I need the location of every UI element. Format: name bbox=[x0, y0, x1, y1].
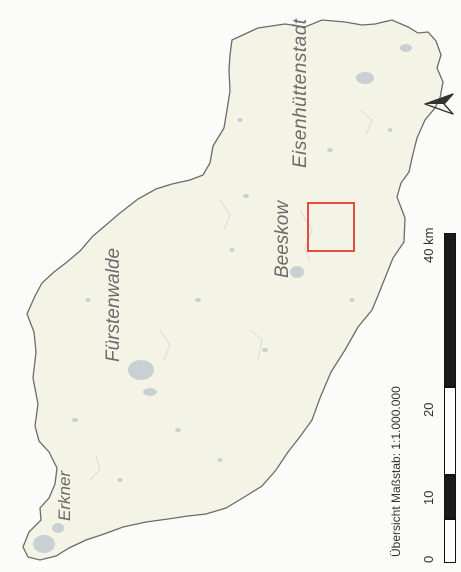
scale-caption: Übersicht Maßstab: 1:1.000.000 bbox=[389, 386, 403, 557]
settlement-small-12 bbox=[217, 458, 223, 462]
scale-segment-20-40 bbox=[444, 233, 456, 387]
scale-segment-5-10 bbox=[444, 475, 456, 519]
settlement-small-4 bbox=[175, 428, 181, 432]
settlement-small-7 bbox=[72, 418, 78, 422]
settlement-small-2 bbox=[229, 248, 235, 252]
settlement-small-9 bbox=[327, 148, 333, 152]
map-texture bbox=[89, 109, 373, 481]
place-label-fuerstenwalde: Fürstenwalde bbox=[103, 247, 124, 362]
scale-tick-0: 0 bbox=[421, 555, 436, 563]
settlement-small-5 bbox=[262, 348, 268, 352]
scale-segment-10-20 bbox=[444, 387, 456, 475]
scale-segment-0-5 bbox=[444, 519, 456, 563]
scale-tick-40: 40 km bbox=[421, 227, 436, 263]
settlement-small-6 bbox=[85, 298, 91, 302]
settlement-fuerstenwalde-south bbox=[143, 388, 157, 396]
settlement-small-13 bbox=[237, 118, 243, 122]
texture-line-4 bbox=[89, 454, 101, 481]
north-arrow-fill bbox=[425, 94, 453, 104]
place-label-erkner: Erkner bbox=[55, 470, 74, 521]
place-label-beeskow: Beeskow bbox=[272, 200, 293, 278]
settlement-areas bbox=[33, 44, 412, 553]
settlement-small-10 bbox=[387, 128, 393, 132]
settlement-small-1 bbox=[243, 194, 249, 198]
settlement-beeskow bbox=[290, 266, 304, 278]
texture-line-2 bbox=[249, 329, 263, 361]
texture-line-5 bbox=[359, 109, 373, 136]
settlement-eisenhuettenstadt bbox=[356, 72, 374, 84]
place-label-eisenhuettenstadt: Eisenhüttenstadt bbox=[290, 18, 311, 168]
district-outline bbox=[22, 19, 444, 561]
texture-line-3 bbox=[159, 329, 171, 361]
scale-tick-20: 20 bbox=[421, 402, 436, 417]
settlement-eisen-east bbox=[400, 44, 412, 52]
texture-line-6 bbox=[219, 199, 231, 231]
settlement-erkner-north bbox=[52, 523, 64, 533]
settlement-erkner bbox=[33, 535, 55, 553]
scale-bar bbox=[444, 233, 456, 563]
study-area-box bbox=[307, 202, 355, 252]
scale-tick-10: 10 bbox=[421, 490, 436, 505]
settlement-small-3 bbox=[195, 298, 201, 302]
settlement-small-11 bbox=[349, 298, 355, 302]
settlement-fuerstenwalde bbox=[128, 360, 154, 380]
north-arrow-icon bbox=[424, 93, 454, 115]
settlement-small-8 bbox=[117, 478, 123, 482]
